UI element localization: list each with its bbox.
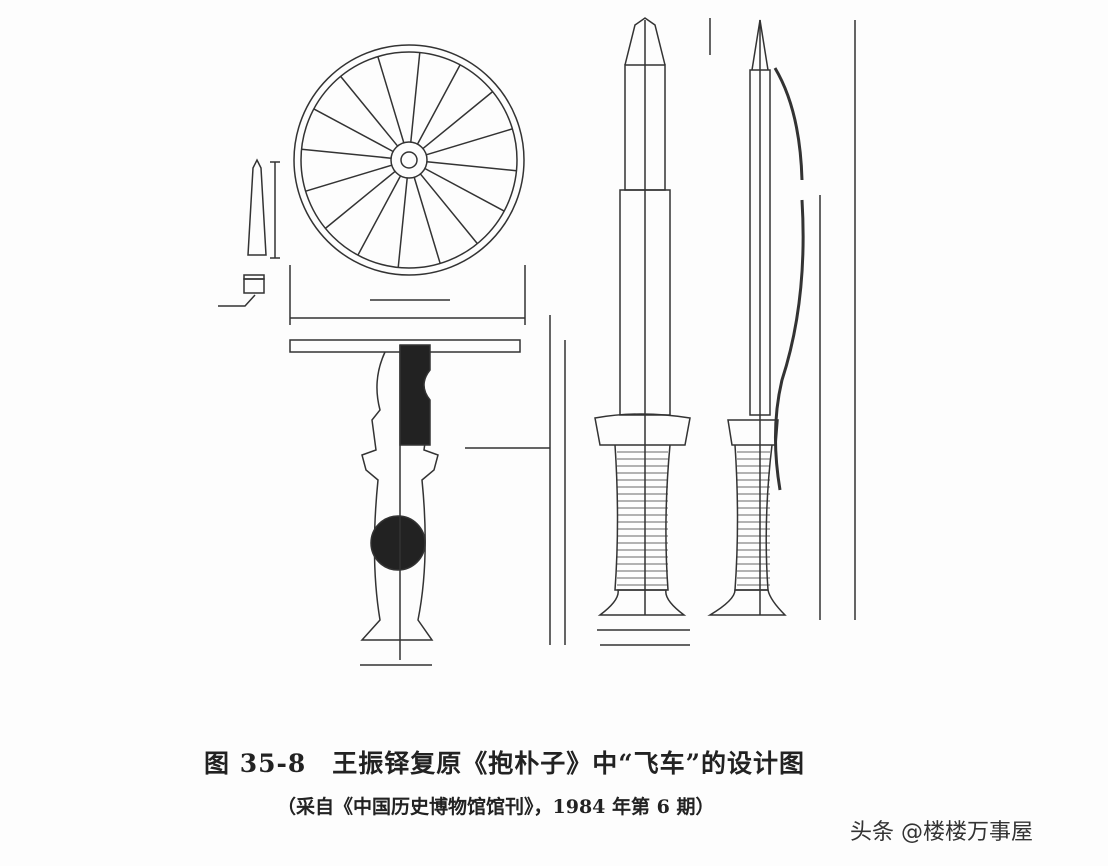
cone-part <box>218 158 280 307</box>
wheel-spoke <box>419 173 478 245</box>
wheel-spoke <box>324 170 396 229</box>
watermark: 头条 @楼楼万事屋 <box>850 820 1033 845</box>
wheel-spoke <box>422 91 494 150</box>
wheel-spoke <box>416 64 461 145</box>
wheel-spoke <box>377 56 405 143</box>
wheel-spoke <box>305 164 392 192</box>
sword-model <box>594 17 711 646</box>
wheel-spoke <box>313 108 394 153</box>
wheel-spoke <box>340 75 399 147</box>
wheel-spoke <box>301 148 392 159</box>
wheel-spoke <box>426 161 517 172</box>
wheel-spoke <box>410 52 421 143</box>
wheel-spoke <box>424 167 505 212</box>
wheel-spoke <box>426 128 513 156</box>
wheel-spoke <box>357 175 402 256</box>
wheel-dimensions <box>289 265 526 325</box>
wheel-spoke <box>397 177 408 268</box>
rod-model <box>707 19 856 620</box>
rotor-wheel <box>293 44 525 276</box>
stand <box>289 315 566 666</box>
figure-source: （采自《中国历史博物馆馆刊》，1984 年第 6 期） <box>277 796 715 818</box>
figure-caption: 图 35-8 王振铎复原《抱朴子》中“飞车”的设计图 <box>204 749 806 778</box>
wheel-spoke <box>413 177 441 264</box>
